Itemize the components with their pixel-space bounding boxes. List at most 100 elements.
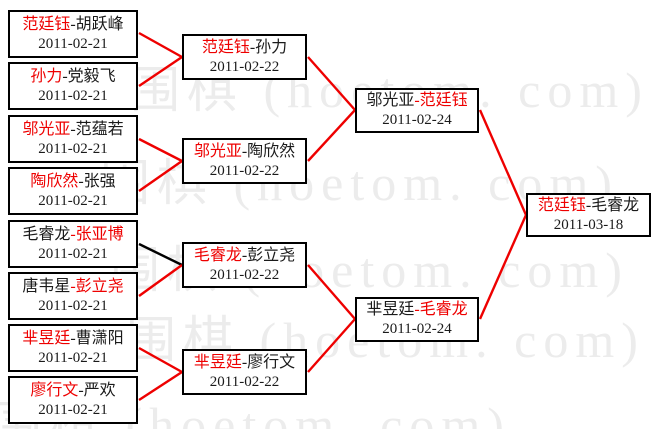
connector-line bbox=[138, 242, 183, 267]
player-name: 严欢 bbox=[83, 381, 116, 399]
match-date: 2011-02-21 bbox=[38, 349, 108, 366]
match-date: 2011-02-22 bbox=[209, 162, 280, 179]
match-date: 2011-02-22 bbox=[209, 58, 280, 75]
match-date: 2011-02-21 bbox=[38, 140, 108, 157]
player-name: 邬光亚 bbox=[22, 120, 71, 138]
player-name: 孙力 bbox=[255, 38, 288, 56]
round1-match-2: 孙力-党毅飞 2011-02-21 bbox=[8, 62, 138, 110]
player-name: 范蕴若 bbox=[75, 120, 124, 138]
player-name: 张强 bbox=[83, 172, 116, 190]
match-date: 2011-02-21 bbox=[38, 401, 108, 418]
final-match: 范廷钰-毛睿龙 2011-03-18 bbox=[526, 193, 651, 237]
separator: - bbox=[241, 142, 248, 160]
separator: - bbox=[62, 67, 68, 85]
player-name: 毛睿龙 bbox=[22, 225, 71, 243]
separator: - bbox=[249, 38, 256, 56]
round2-match-1: 范廷钰-孙力 2011-02-22 bbox=[182, 34, 307, 80]
match-date: 2011-02-22 bbox=[209, 266, 280, 283]
connector-line bbox=[307, 56, 356, 111]
player-name: 曹潇阳 bbox=[75, 329, 124, 347]
round1-match-1: 范廷钰-胡跃峰 2011-02-21 bbox=[8, 10, 138, 58]
separator: - bbox=[414, 92, 420, 110]
match-date: 2011-02-21 bbox=[38, 245, 108, 262]
connector-line bbox=[138, 160, 183, 192]
match-date: 2011-02-21 bbox=[38, 192, 108, 209]
player-name: 范廷钰 bbox=[22, 15, 71, 33]
round1-match-6: 唐韦星-彭立尧 2011-02-21 bbox=[8, 272, 138, 320]
player-name: 唐韦星 bbox=[22, 277, 71, 295]
connector-line bbox=[478, 214, 528, 320]
match-players: 芈昱廷-廖行文 bbox=[194, 353, 295, 373]
match-date: 2011-02-21 bbox=[38, 35, 108, 52]
player-name: 毛睿龙 bbox=[419, 301, 468, 319]
separator: - bbox=[70, 225, 76, 243]
round1-match-3: 邬光亚-范蕴若 2011-02-21 bbox=[8, 115, 138, 163]
player-name: 彭立尧 bbox=[247, 246, 296, 264]
semifinal-match-1: 邬光亚-范廷钰 2011-02-24 bbox=[355, 88, 479, 133]
semifinal-match-2: 芈昱廷-毛睿龙 2011-02-24 bbox=[355, 297, 479, 342]
separator: - bbox=[78, 172, 84, 190]
player-name: 芈昱廷 bbox=[22, 329, 71, 347]
match-players: 唐韦星-彭立尧 bbox=[22, 277, 123, 297]
separator: - bbox=[414, 301, 420, 319]
separator: - bbox=[241, 353, 248, 371]
connector-line bbox=[307, 264, 356, 320]
player-name: 廖行文 bbox=[30, 381, 79, 399]
match-date: 2011-02-24 bbox=[382, 321, 452, 338]
match-players: 毛睿龙-彭立尧 bbox=[194, 246, 295, 266]
match-players: 范廷钰-毛睿龙 bbox=[538, 196, 639, 216]
round2-match-4: 芈昱廷-廖行文 2011-02-22 bbox=[182, 349, 307, 395]
round1-match-8: 廖行文-严欢 2011-02-21 bbox=[8, 376, 138, 424]
connector-line bbox=[138, 346, 183, 374]
connector-line bbox=[138, 56, 183, 87]
separator: - bbox=[70, 277, 76, 295]
match-players: 邬光亚-范蕴若 bbox=[22, 120, 123, 140]
match-players: 芈昱廷-曹潇阳 bbox=[22, 329, 123, 349]
player-name: 陶欣然 bbox=[30, 172, 79, 190]
player-name: 毛睿龙 bbox=[591, 196, 640, 214]
round1-match-5: 毛睿龙-张亚博 2011-02-21 bbox=[8, 220, 138, 268]
player-name: 胡跃峰 bbox=[75, 15, 124, 33]
player-name: 邬光亚 bbox=[193, 142, 242, 160]
match-players: 毛睿龙-张亚博 bbox=[22, 225, 123, 245]
match-players: 芈昱廷-毛睿龙 bbox=[366, 300, 467, 320]
match-date: 2011-02-24 bbox=[382, 112, 452, 129]
match-players: 邬光亚-范廷钰 bbox=[366, 91, 467, 111]
match-date: 2011-02-21 bbox=[38, 297, 108, 314]
separator: - bbox=[70, 120, 76, 138]
match-date: 2011-02-22 bbox=[209, 373, 280, 390]
player-name: 芈昱廷 bbox=[366, 301, 415, 319]
connector-line bbox=[307, 109, 356, 162]
connector-line bbox=[138, 137, 183, 163]
match-players: 孙力-党毅飞 bbox=[30, 67, 115, 87]
match-players: 陶欣然-张强 bbox=[30, 172, 115, 192]
match-players: 范廷钰-胡跃峰 bbox=[22, 15, 123, 35]
match-players: 邬光亚-陶欣然 bbox=[194, 142, 295, 162]
round2-match-2: 邬光亚-陶欣然 2011-02-22 bbox=[182, 138, 307, 184]
connector-line bbox=[138, 370, 183, 402]
connector-line bbox=[138, 264, 183, 297]
player-name: 彭立尧 bbox=[75, 277, 124, 295]
match-players: 范廷钰-孙力 bbox=[202, 38, 287, 58]
separator: - bbox=[70, 15, 76, 33]
connector-line bbox=[307, 318, 356, 373]
player-name: 毛睿龙 bbox=[193, 246, 242, 264]
round2-match-3: 毛睿龙-彭立尧 2011-02-22 bbox=[182, 242, 307, 288]
player-name: 孙力 bbox=[30, 67, 63, 85]
separator: - bbox=[241, 246, 248, 264]
player-name: 邬光亚 bbox=[366, 92, 415, 110]
player-name: 范廷钰 bbox=[201, 38, 250, 56]
match-date: 2011-03-18 bbox=[553, 216, 624, 233]
player-name: 范廷钰 bbox=[419, 92, 468, 110]
player-name: 张亚博 bbox=[75, 225, 124, 243]
player-name: 廖行文 bbox=[247, 353, 296, 371]
match-date: 2011-02-21 bbox=[38, 87, 108, 104]
player-name: 芈昱廷 bbox=[193, 353, 242, 371]
player-name: 党毅飞 bbox=[67, 67, 116, 85]
separator: - bbox=[585, 196, 592, 214]
separator: - bbox=[78, 381, 84, 399]
match-players: 廖行文-严欢 bbox=[30, 381, 115, 401]
player-name: 范廷钰 bbox=[537, 196, 586, 214]
